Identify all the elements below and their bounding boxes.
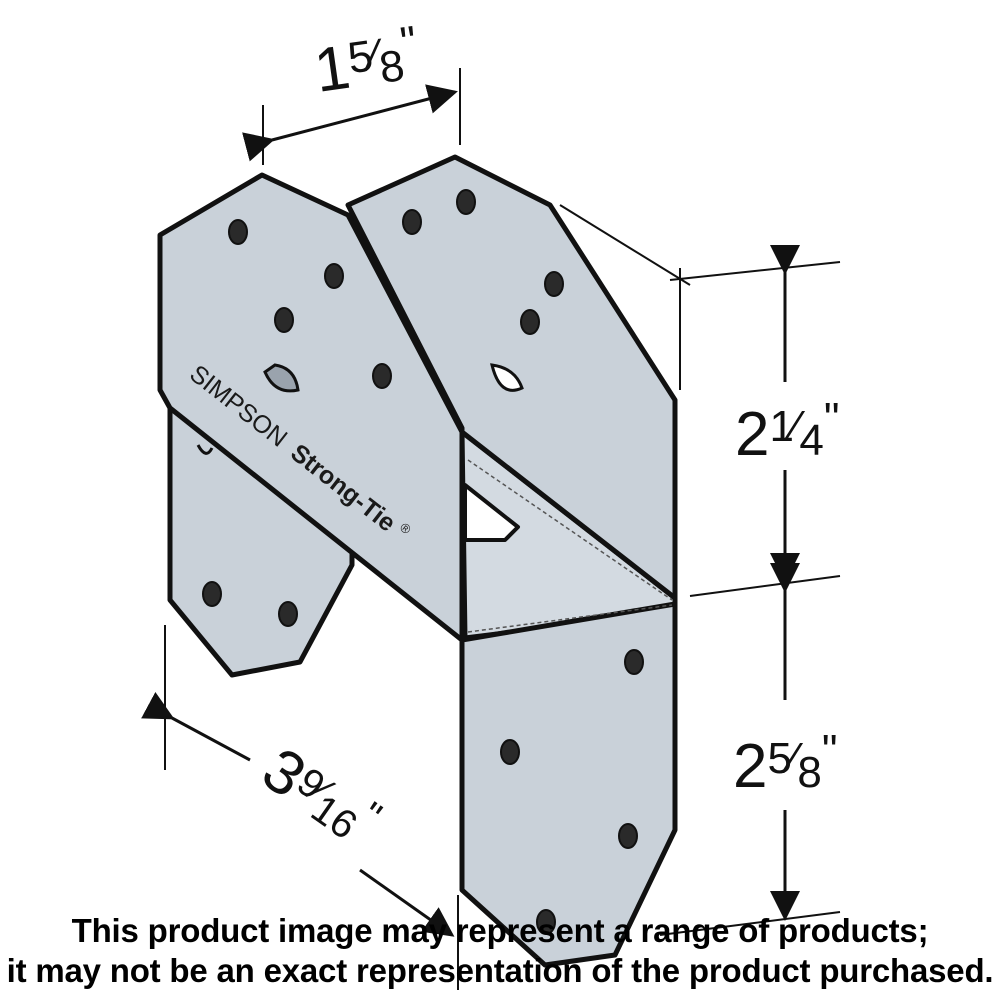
nail-hole (618, 823, 638, 849)
dim-lower-height: 25⁄8" (733, 726, 837, 801)
nail-hole (228, 219, 248, 245)
nail-hole (278, 601, 298, 627)
nail-hole (202, 581, 222, 607)
tab-slot (263, 363, 300, 393)
seat-slot (463, 483, 520, 542)
connector-bracket (157, 154, 678, 968)
nail-hole (544, 271, 564, 297)
dim-top-width: 15⁄8" (310, 17, 424, 106)
nail-hole (274, 307, 294, 333)
tab-slots (196, 363, 524, 455)
dim-upper-height: 21⁄4" (735, 394, 839, 469)
nail-hole (456, 189, 476, 215)
nail-hole (520, 309, 540, 335)
dim-depth: 39⁄16" (250, 733, 389, 860)
nail-hole (372, 363, 392, 389)
tab-slot (196, 444, 214, 455)
bend-lines (467, 459, 673, 633)
left-upper-plate (157, 172, 465, 643)
nail-hole (402, 209, 422, 235)
nail-hole (324, 263, 344, 289)
dimension-lines (141, 68, 841, 990)
nail-hole (624, 649, 644, 675)
front-lower-plate (459, 601, 678, 968)
disclaimer-line-1: This product image may represent a range… (71, 912, 929, 949)
nail-hole (536, 909, 556, 935)
nail-hole (500, 739, 520, 765)
tab-slot (490, 363, 524, 392)
disclaimer-line-2: it may not be an exact representation of… (6, 952, 994, 989)
nail-holes (202, 189, 644, 935)
